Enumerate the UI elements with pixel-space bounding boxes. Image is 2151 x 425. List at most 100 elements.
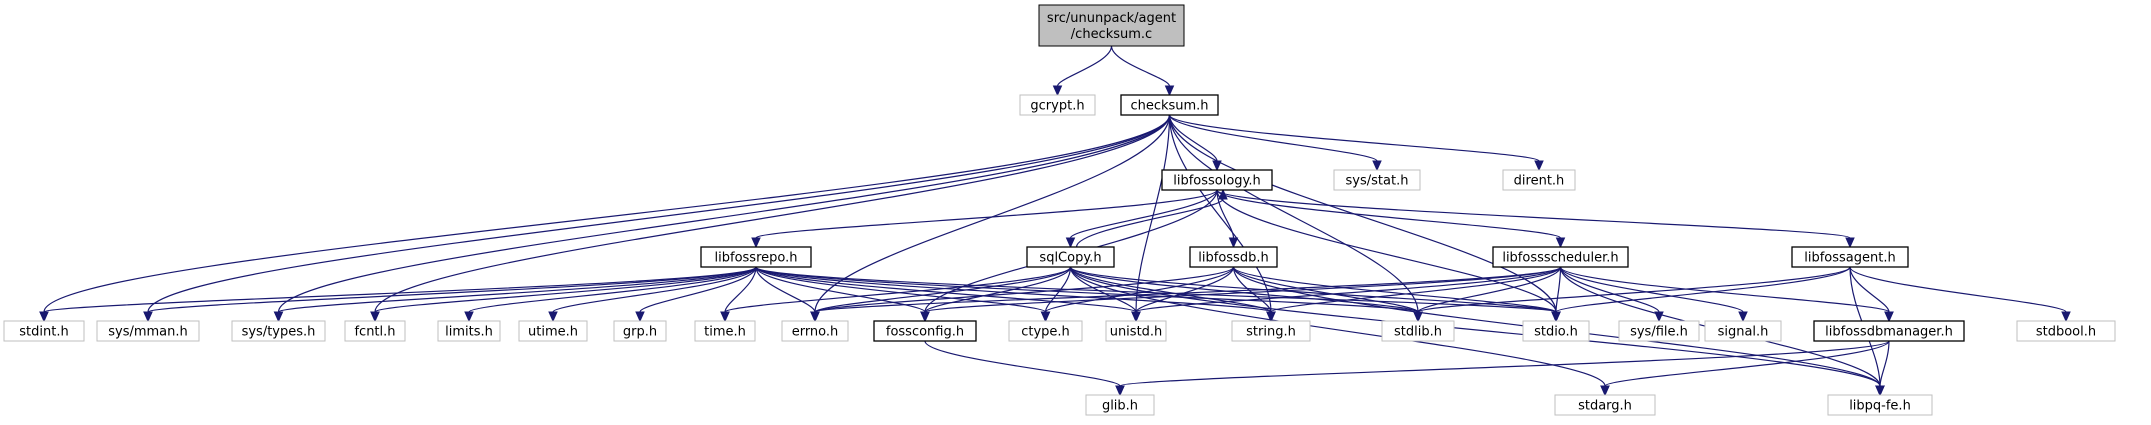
edge-libfossscheduler-to-signal xyxy=(1559,266,1748,323)
node-libfossdbmanager[interactable]: libfossdbmanager.h xyxy=(1813,320,1965,342)
node-root[interactable]: src/ununpack/agent/checksum.c xyxy=(1038,4,1185,47)
edge-line xyxy=(924,266,1072,313)
node-time: time.h xyxy=(694,320,756,342)
edge-line xyxy=(1216,189,1562,239)
node-label: errno.h xyxy=(792,325,839,340)
node-label: checksum.h xyxy=(1130,99,1208,114)
edge-line xyxy=(1119,340,1890,387)
edge-libfossrepo-to-grp xyxy=(635,266,757,323)
edge-line xyxy=(1110,45,1171,87)
node-label: stdlib.h xyxy=(1394,325,1442,340)
node-sysstat: sys/stat.h xyxy=(1333,169,1421,191)
arrow-head-icon xyxy=(1875,385,1885,397)
edge-line xyxy=(374,266,757,313)
node-libfossagent[interactable]: libfossagent.h xyxy=(1791,246,1909,268)
node-gcrypt: gcrypt.h xyxy=(1019,94,1096,116)
arrow-head-icon xyxy=(1164,85,1175,97)
arrow-head-icon xyxy=(1052,85,1063,97)
node-label: libfossology.h xyxy=(1173,174,1261,189)
edge-line xyxy=(1232,266,1419,313)
node-checksum_h[interactable]: checksum.h xyxy=(1120,94,1219,116)
edge-sqlCopy-to-libfossology xyxy=(1075,188,1228,248)
node-label: libfossdbmanager.h xyxy=(1825,325,1953,340)
edge-line xyxy=(1216,189,1851,239)
node-box xyxy=(1161,169,1273,191)
edge-line xyxy=(1559,266,1660,313)
edge-libfossscheduler-to-string xyxy=(1266,266,1562,323)
edge-libfossrepo-to-sysmman xyxy=(143,266,757,323)
node-stdint: stdint.h xyxy=(3,320,85,342)
node-errno: errno.h xyxy=(781,320,849,342)
nodes-layer: src/ununpack/agent/checksum.c gcrypt.h che… xyxy=(3,4,2116,416)
edge-libfossdb-to-ctype xyxy=(1040,266,1235,323)
node-box xyxy=(1333,169,1421,191)
edge-line xyxy=(1232,266,1557,313)
node-box xyxy=(1502,169,1576,191)
edge-checksum_h-to-dirent xyxy=(1168,114,1544,172)
node-libfossdb[interactable]: libfossdb.h xyxy=(1189,246,1278,268)
edge-libfossrepo-to-fcntl xyxy=(370,266,757,323)
edge-line xyxy=(1135,114,1171,313)
edge-line xyxy=(1069,266,1137,313)
node-systypes: sys/types.h xyxy=(231,320,326,342)
edge-line xyxy=(1417,266,1851,313)
node-label: libfossagent.h xyxy=(1804,251,1895,266)
node-box xyxy=(1038,4,1185,47)
edge-line xyxy=(724,266,1072,313)
edge-libfossagent-to-stdlib xyxy=(1413,266,1851,323)
edge-libfossdbmanager-to-stdarg xyxy=(1600,340,1890,397)
edge-libfossology-to-libfossdb xyxy=(1216,189,1239,249)
node-box xyxy=(1231,320,1311,342)
arrow-head-icon xyxy=(1228,237,1239,249)
edge-line xyxy=(1044,266,1072,313)
edge-line xyxy=(43,114,1171,313)
edge-libfossagent-to-stdio xyxy=(1551,266,1851,323)
edge-line xyxy=(277,266,757,313)
edge-line xyxy=(1879,340,1890,387)
edge-line xyxy=(43,266,757,313)
edge-libfossology-to-libfossagent xyxy=(1216,189,1855,249)
node-libfossscheduler[interactable]: libfossscheduler.h xyxy=(1492,246,1629,268)
edge-line xyxy=(1604,340,1890,387)
node-box xyxy=(1522,320,1590,342)
arrow-head-icon xyxy=(1600,385,1610,397)
edge-libfossrepo-to-fossconfig xyxy=(755,266,930,323)
edge-libfossrepo-to-systypes xyxy=(273,266,757,323)
node-fossconfig[interactable]: fossconfig.h xyxy=(873,320,977,342)
node-box xyxy=(1618,320,1700,342)
edge-line xyxy=(814,266,1072,313)
edge-line xyxy=(755,266,926,313)
node-sqlCopy[interactable]: sqlCopy.h xyxy=(1026,246,1115,268)
node-label: time.h xyxy=(704,325,746,340)
node-label: ctype.h xyxy=(1021,325,1070,340)
node-libfossrepo[interactable]: libfossrepo.h xyxy=(700,246,812,268)
arrow-head-icon xyxy=(1115,385,1125,397)
node-box xyxy=(1827,394,1933,416)
arrow-head-icon xyxy=(1555,237,1566,249)
edge-line xyxy=(1168,114,1540,162)
edge-libfossology-to-sqlCopy xyxy=(1065,189,1218,249)
node-box xyxy=(437,320,501,342)
node-label: sqlCopy.h xyxy=(1039,251,1101,266)
node-label: stdarg.h xyxy=(1578,399,1632,414)
node-box xyxy=(1704,320,1782,342)
node-box xyxy=(1120,94,1219,116)
edge-line xyxy=(1168,114,1378,162)
edge-line xyxy=(1216,189,1557,313)
edge-libfossagent-to-libfossdbmanager xyxy=(1849,266,1894,323)
node-libfossology[interactable]: libfossology.h xyxy=(1161,169,1273,191)
edge-libfossdbmanager-to-libpqfe xyxy=(1875,340,1890,397)
node-box xyxy=(1008,320,1083,342)
edge-line xyxy=(1417,266,1562,313)
node-box xyxy=(700,246,812,268)
arrow-head-icon xyxy=(751,237,761,249)
node-label: limits.h xyxy=(445,325,493,340)
arrow-head-icon xyxy=(920,311,930,323)
node-label: sys/mman.h xyxy=(108,325,188,340)
node-ctype: ctype.h xyxy=(1008,320,1083,342)
node-label: grp.h xyxy=(623,325,657,340)
edge-libfossscheduler-to-fossconfig xyxy=(920,266,1562,323)
node-label: libfossdb.h xyxy=(1198,251,1268,266)
edge-line xyxy=(1056,45,1113,87)
node-label: src/ununpack/agent xyxy=(1047,11,1176,26)
